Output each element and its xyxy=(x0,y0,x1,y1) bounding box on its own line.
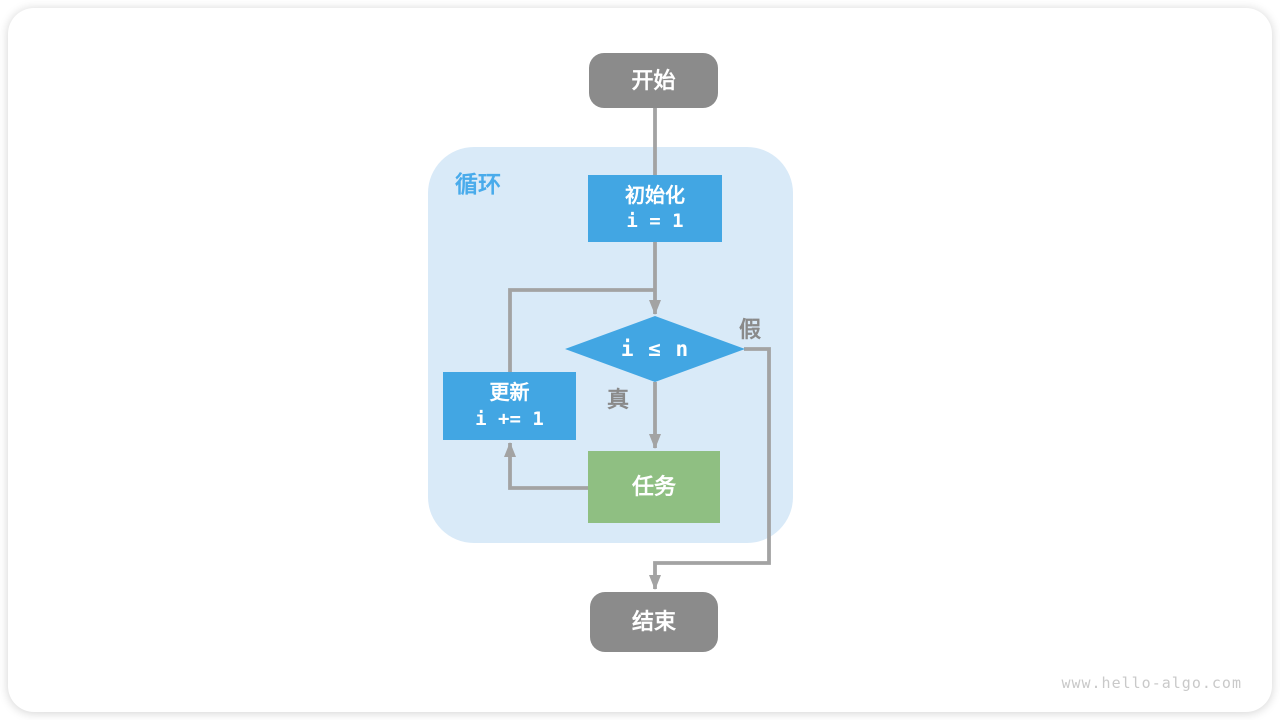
node-update: 更新 i += 1 xyxy=(443,372,576,440)
node-init: 初始化 i = 1 xyxy=(588,175,722,242)
node-task: 任务 xyxy=(588,451,720,523)
loop-region-label: 循环 xyxy=(455,171,501,197)
node-end-label: 结束 xyxy=(631,609,676,635)
node-end: 结束 xyxy=(590,592,718,652)
node-init-code: i = 1 xyxy=(626,210,684,233)
edge-task-update xyxy=(504,442,589,490)
edge-condition-end xyxy=(649,347,771,590)
edge-update-loopback xyxy=(508,288,656,372)
node-start: 开始 xyxy=(589,53,718,108)
watermark: www.hello-algo.com xyxy=(1061,674,1242,692)
node-update-code: i += 1 xyxy=(475,407,544,430)
node-condition-code: i ≤ n xyxy=(620,337,690,361)
node-start-label: 开始 xyxy=(631,67,676,93)
edge-label-true: 真 xyxy=(607,387,630,412)
node-task-label: 任务 xyxy=(631,474,676,500)
edge-label-false: 假 xyxy=(739,317,762,342)
node-init-label: 初始化 xyxy=(625,184,685,207)
node-update-label: 更新 xyxy=(489,382,530,405)
